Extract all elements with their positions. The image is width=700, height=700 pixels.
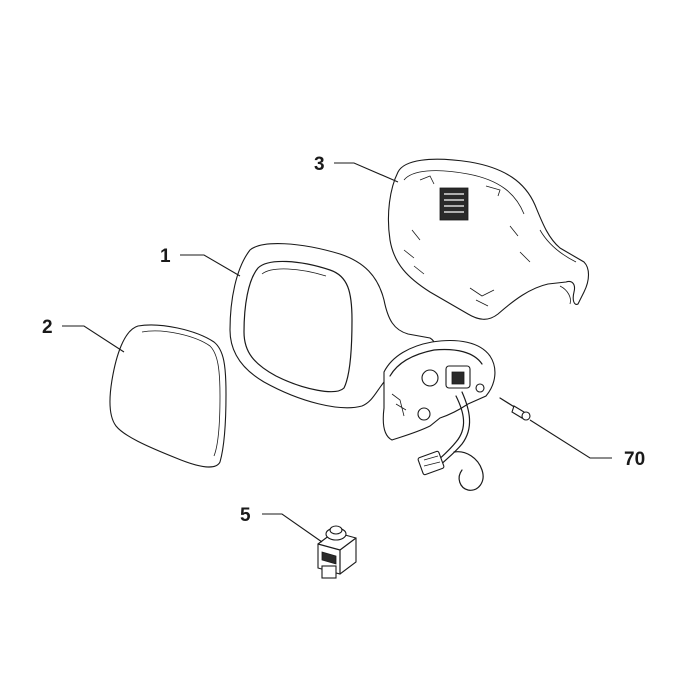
mirror-glass-part	[109, 324, 227, 468]
callout-3: 3	[314, 154, 325, 175]
leader-70	[529, 419, 612, 459]
callout-1: 1	[160, 246, 171, 267]
leader-5	[262, 513, 323, 543]
callout-5: 5	[240, 505, 251, 526]
mirror-base-part	[382, 339, 496, 491]
leader-3	[334, 162, 399, 183]
mirror-adjust-switch-part	[317, 525, 357, 579]
mirror-cover-part	[387, 158, 590, 320]
callout-2: 2	[42, 317, 53, 338]
leader-2	[62, 325, 125, 353]
callout-labels: 3 1 2 70 5	[42, 154, 645, 526]
callout-70: 70	[624, 449, 645, 470]
leader-lines	[62, 162, 612, 543]
screw-part	[499, 397, 531, 421]
leader-1	[180, 254, 241, 277]
